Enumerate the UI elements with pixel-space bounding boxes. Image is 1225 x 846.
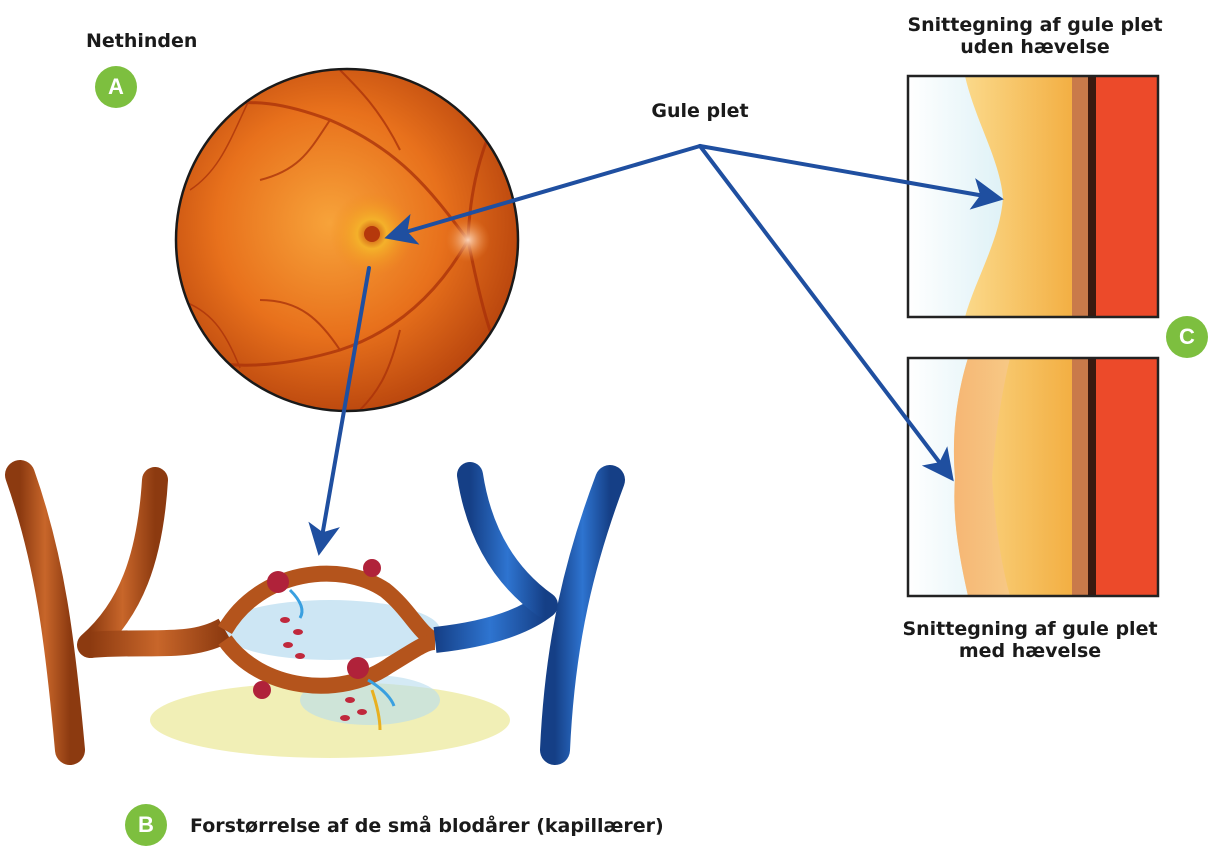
capillaries-label: Forstørrelse af de små blodårer (kapillæ… bbox=[190, 815, 664, 837]
section-swollen-title-line1: Snittegning af gule plet bbox=[870, 618, 1190, 640]
macula-section-swollen bbox=[908, 358, 1158, 596]
section-swollen-title-line2: med hævelse bbox=[870, 640, 1190, 662]
section-swollen-title: Snittegning af gule plet med hævelse bbox=[870, 618, 1190, 662]
badge-c: C bbox=[1166, 316, 1208, 358]
badge-b: B bbox=[125, 804, 167, 846]
badge-a: A bbox=[95, 66, 137, 108]
macula-label: Gule plet bbox=[620, 100, 780, 122]
section-normal-title-line1: Snittegning af gule plet bbox=[880, 14, 1190, 36]
capillary-illustration bbox=[20, 475, 610, 758]
retina-label: Nethinden bbox=[86, 30, 197, 52]
retina-image bbox=[176, 69, 518, 411]
macula-section-normal bbox=[908, 76, 1158, 317]
section-normal-title: Snittegning af gule plet uden hævelse bbox=[880, 14, 1190, 58]
section-normal-title-line2: uden hævelse bbox=[880, 36, 1190, 58]
